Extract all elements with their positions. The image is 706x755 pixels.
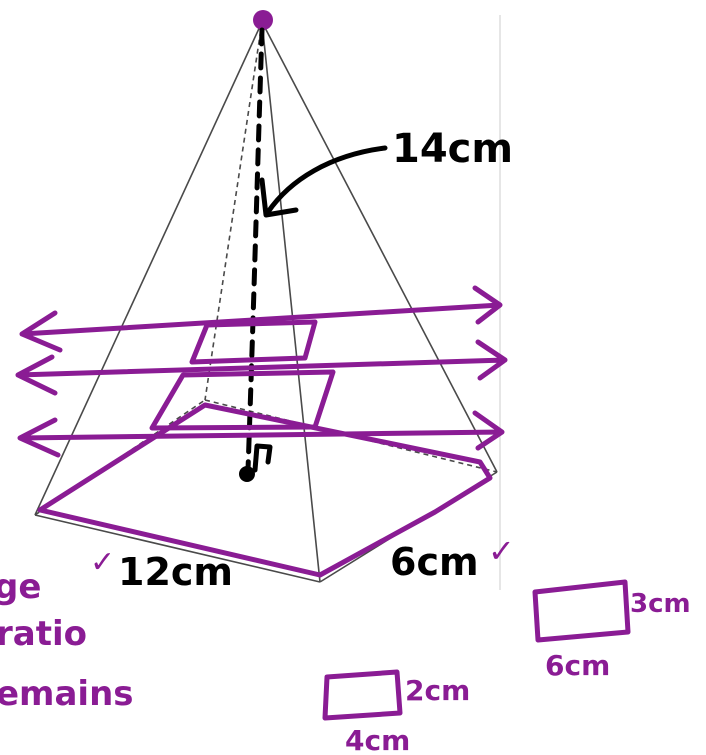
small-rectangle-2-shape [322, 669, 403, 721]
apex-dot [253, 10, 273, 30]
note-line-1: ge [0, 567, 41, 607]
height-label: 14cm [392, 126, 513, 172]
edge-front-right [261, 21, 321, 583]
small-rectangle-2-height-label: 2cm [405, 674, 470, 707]
edge-back-right [261, 21, 498, 473]
slice-arrow-top [19, 285, 503, 353]
height-line [245, 27, 265, 473]
check-icon-base-length: ✓ [90, 545, 115, 580]
base-width-label: 6cm [390, 540, 479, 584]
small-rectangle-1-width-label: 6cm [545, 649, 610, 682]
base-center-dot [239, 466, 255, 482]
check-icon-base-width: ✓ [488, 532, 515, 570]
slice-arrow-middle [15, 339, 508, 396]
cross-section-top [189, 319, 318, 365]
slice-arrows [15, 285, 508, 458]
small-rectangle-1-shape [532, 579, 631, 643]
edge-front-left [34, 21, 263, 516]
note-line-2: ratio [0, 614, 87, 654]
small-rectangle-1-height-label: 3cm [630, 589, 691, 619]
base-front [34, 514, 321, 583]
note-line-3: emains [0, 674, 134, 714]
small-rectangle-2: 2cm 4cm [322, 669, 470, 755]
right-angle-mark [252, 443, 273, 473]
slice-arrow-bottom [17, 410, 505, 458]
height-arrow [265, 145, 388, 215]
edge-back-left-hidden [204, 21, 263, 401]
small-rectangle-1: 3cm 6cm [532, 579, 691, 682]
cross-section-base [37, 402, 493, 578]
cross-sections [37, 319, 493, 578]
pyramid-edges [34, 21, 498, 583]
height-arrow-head [259, 177, 299, 218]
base-length-label: 12cm [118, 550, 233, 594]
small-rectangle-2-width-label: 4cm [345, 724, 410, 755]
